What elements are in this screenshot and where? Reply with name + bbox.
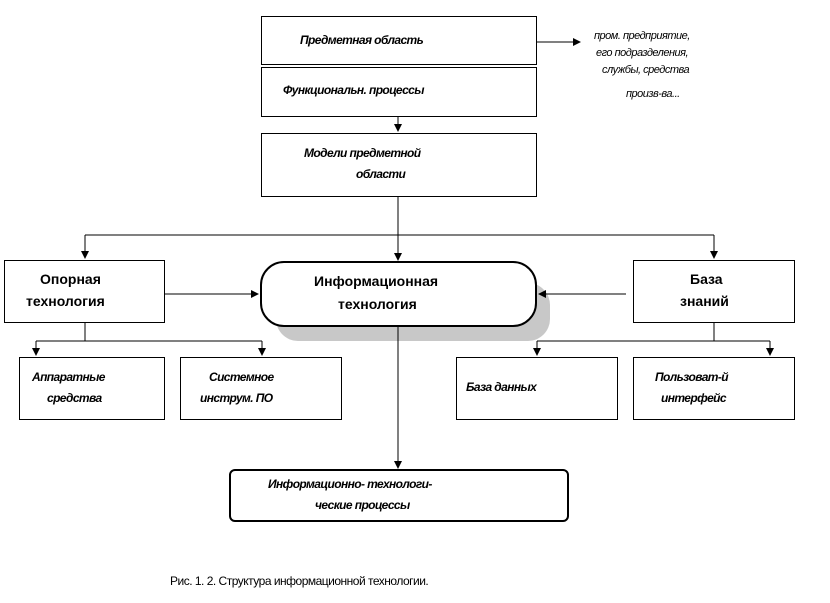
hardware-line-1: Аппаратные <box>32 370 105 384</box>
it-processes-line-1: Информационно- технологи- <box>268 477 432 491</box>
support-technology-line-1: Опорная <box>40 271 101 287</box>
subject-note-line-3: службы, средства <box>602 64 690 76</box>
subject-area-box <box>261 16 537 65</box>
database-label: База данных <box>466 380 537 394</box>
system-tools-line-1: Системное <box>209 370 274 384</box>
knowledge-base-line-1: База <box>690 271 723 287</box>
models-box <box>261 133 537 197</box>
subject-note-line-4: произв-ва... <box>626 88 680 100</box>
support-technology-line-2: технология <box>26 293 105 309</box>
information-technology-box <box>260 261 537 327</box>
subject-area-label: Предметная область <box>300 33 424 47</box>
knowledge-base-line-2: знаний <box>680 293 729 309</box>
user-interface-line-2: интерфейс <box>661 391 727 405</box>
hardware-line-2: средства <box>47 391 102 405</box>
functional-processes-label: Функциональн. процессы <box>283 83 424 97</box>
system-tools-box <box>180 357 342 420</box>
it-processes-box <box>229 469 569 522</box>
system-tools-line-2: инструм. ПО <box>200 391 273 405</box>
information-technology-line-1: Информационная <box>314 273 439 289</box>
it-processes-line-2: ческие процессы <box>315 498 410 512</box>
user-interface-box <box>633 357 795 420</box>
hardware-box <box>19 357 165 420</box>
user-interface-line-1: Пользоват-й <box>655 370 729 384</box>
subject-note-line-1: пром. предприятие, <box>594 30 690 42</box>
knowledge-base-box <box>633 260 795 323</box>
models-label-line-2: области <box>356 167 406 181</box>
information-technology-line-2: технология <box>338 296 417 312</box>
models-label-line-1: Модели предметной <box>304 146 421 160</box>
functional-processes-box <box>261 67 537 117</box>
support-technology-box <box>4 260 165 323</box>
figure-caption: Рис. 1. 2. Структура информационной техн… <box>170 574 429 588</box>
database-box <box>456 357 618 420</box>
subject-note-line-2: его подразделения, <box>596 47 689 59</box>
